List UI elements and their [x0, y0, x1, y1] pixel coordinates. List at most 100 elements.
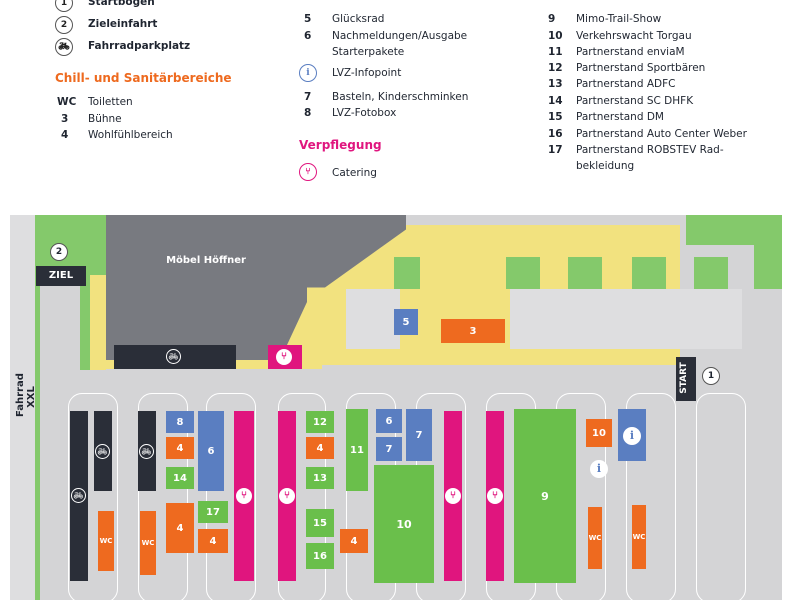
stand-7: 7 — [376, 437, 402, 461]
legend-label: Fahrradparkplatz — [88, 40, 191, 52]
legend-key: 15 — [548, 111, 563, 123]
legend-label: Starterpakete — [332, 46, 405, 58]
toilet: WC — [632, 505, 646, 569]
stand-8: 8 — [166, 411, 194, 433]
island — [696, 393, 746, 600]
legend-label: Basteln, Kinderschminken — [332, 91, 469, 103]
road — [10, 215, 35, 600]
bicycle-icon: 🚲︎ — [95, 444, 110, 459]
stand-12: 12 — [306, 411, 334, 433]
legend-key: 9 — [548, 13, 556, 25]
parking — [346, 289, 400, 349]
bicycle-icon: 🚲︎ — [55, 38, 73, 56]
bicycle-icon: 🚲︎ — [71, 488, 86, 503]
island — [68, 393, 118, 600]
fork-knife-icon: ⑂ — [276, 349, 292, 365]
toilet: WC — [140, 511, 156, 575]
building-label: Möbel Höffner — [166, 255, 246, 266]
legend-key: 6 — [304, 30, 312, 42]
legend-label: Partnerstand ADFC — [576, 78, 676, 90]
fork-knife-icon: ⑂ — [279, 488, 295, 504]
stand-7: 7 — [406, 409, 432, 461]
green-area — [686, 215, 782, 245]
site-map: Fahrrad XXL Möbel Höffner 2 ZIEL START 1… — [10, 215, 782, 600]
legend-label: Nachmeldungen/Ausgabe — [332, 30, 468, 42]
stand-14: 14 — [166, 467, 194, 489]
info-icon: i — [623, 427, 641, 445]
green-area — [506, 257, 540, 289]
toilet: WC — [98, 511, 114, 571]
stand-9: 9 — [514, 409, 576, 583]
stand-4: 4 — [306, 437, 334, 459]
stand-4: 4 — [166, 437, 194, 459]
legend-label: Catering — [332, 167, 377, 179]
legend-label: Zieleinfahrt — [88, 18, 158, 30]
legend-label: Partnerstand enviaM — [576, 46, 685, 58]
finish-banner: ZIEL — [36, 266, 86, 286]
legend-key: 16 — [548, 128, 563, 140]
stand-3: 3 — [441, 319, 505, 343]
legend-label: Partnerstand SC DHFK — [576, 95, 694, 107]
legend-label: Startbogen — [88, 0, 155, 8]
fork-knife-icon: ⑂ — [236, 488, 252, 504]
stand-13: 13 — [306, 467, 334, 489]
legend-label: Partnerstand Auto Center Weber — [576, 128, 747, 140]
island — [138, 393, 188, 600]
legend-marker-1: 1 — [55, 0, 73, 12]
legend-key: WC — [57, 96, 77, 108]
green-area — [40, 215, 106, 275]
stand-6: 6 — [198, 411, 224, 491]
toilet: WC — [588, 507, 602, 569]
road-edge — [35, 215, 40, 600]
stand-17: 17 — [198, 501, 228, 523]
stand-10: 10 — [586, 419, 612, 447]
legend-label: Wohlfühlbereich — [88, 129, 173, 141]
marker-startbogen: 1 — [702, 367, 720, 385]
legend-label: LVZ-Fotobox — [332, 107, 397, 119]
parking — [510, 289, 742, 349]
green-strip — [80, 275, 90, 370]
legend-heading: Chill- und Sanitärbereiche — [55, 71, 232, 85]
green-area — [394, 257, 420, 289]
legend-label: Partnerstand Sportbären — [576, 62, 706, 74]
stand-6: 6 — [376, 409, 402, 433]
road-label: Fahrrad XXL — [15, 373, 37, 417]
legend: 1 Startbogen 2 Zieleinfahrt 🚲︎ Fahrradpa… — [0, 0, 800, 212]
island — [626, 393, 676, 600]
legend-key: 14 — [548, 95, 563, 107]
green-area — [632, 257, 666, 289]
info-icon: i — [299, 64, 317, 82]
stand-16: 16 — [306, 543, 334, 569]
legend-key: 4 — [61, 129, 69, 141]
legend-key: 3 — [61, 113, 69, 125]
fork-knife-icon: ⑂ — [445, 488, 461, 504]
stand-11: 11 — [346, 409, 368, 491]
legend-key: 10 — [548, 30, 563, 42]
legend-key: 8 — [304, 107, 312, 119]
legend-label: bekleidung — [576, 160, 635, 172]
island — [206, 393, 256, 600]
legend-label: Glücksrad — [332, 13, 385, 25]
fork-knife-icon: ⑂ — [487, 488, 503, 504]
legend-label: Partnerstand ROBSTEV Rad- — [576, 144, 724, 156]
stand-15: 15 — [306, 509, 334, 537]
legend-key: 13 — [548, 78, 563, 90]
legend-key: 7 — [304, 91, 312, 103]
legend-label: Mimo-Trail-Show — [576, 13, 662, 25]
stand-4: 4 — [340, 529, 368, 553]
legend-key: 11 — [548, 46, 563, 58]
stand-10: 10 — [374, 465, 434, 583]
green-area — [694, 257, 728, 289]
legend-label: Bühne — [88, 113, 122, 125]
legend-key: 5 — [304, 13, 312, 25]
stand-4: 4 — [166, 503, 194, 553]
start-label: START — [679, 362, 689, 394]
fork-knife-icon: ⑂ — [299, 163, 317, 181]
marker-zieleinfahrt: 2 — [50, 243, 68, 261]
stand-5: 5 — [394, 309, 418, 335]
green-area — [754, 245, 782, 289]
legend-key: 12 — [548, 62, 563, 74]
stand-4: 4 — [198, 529, 228, 553]
info-icon: i — [590, 460, 608, 478]
green-area — [568, 257, 602, 289]
